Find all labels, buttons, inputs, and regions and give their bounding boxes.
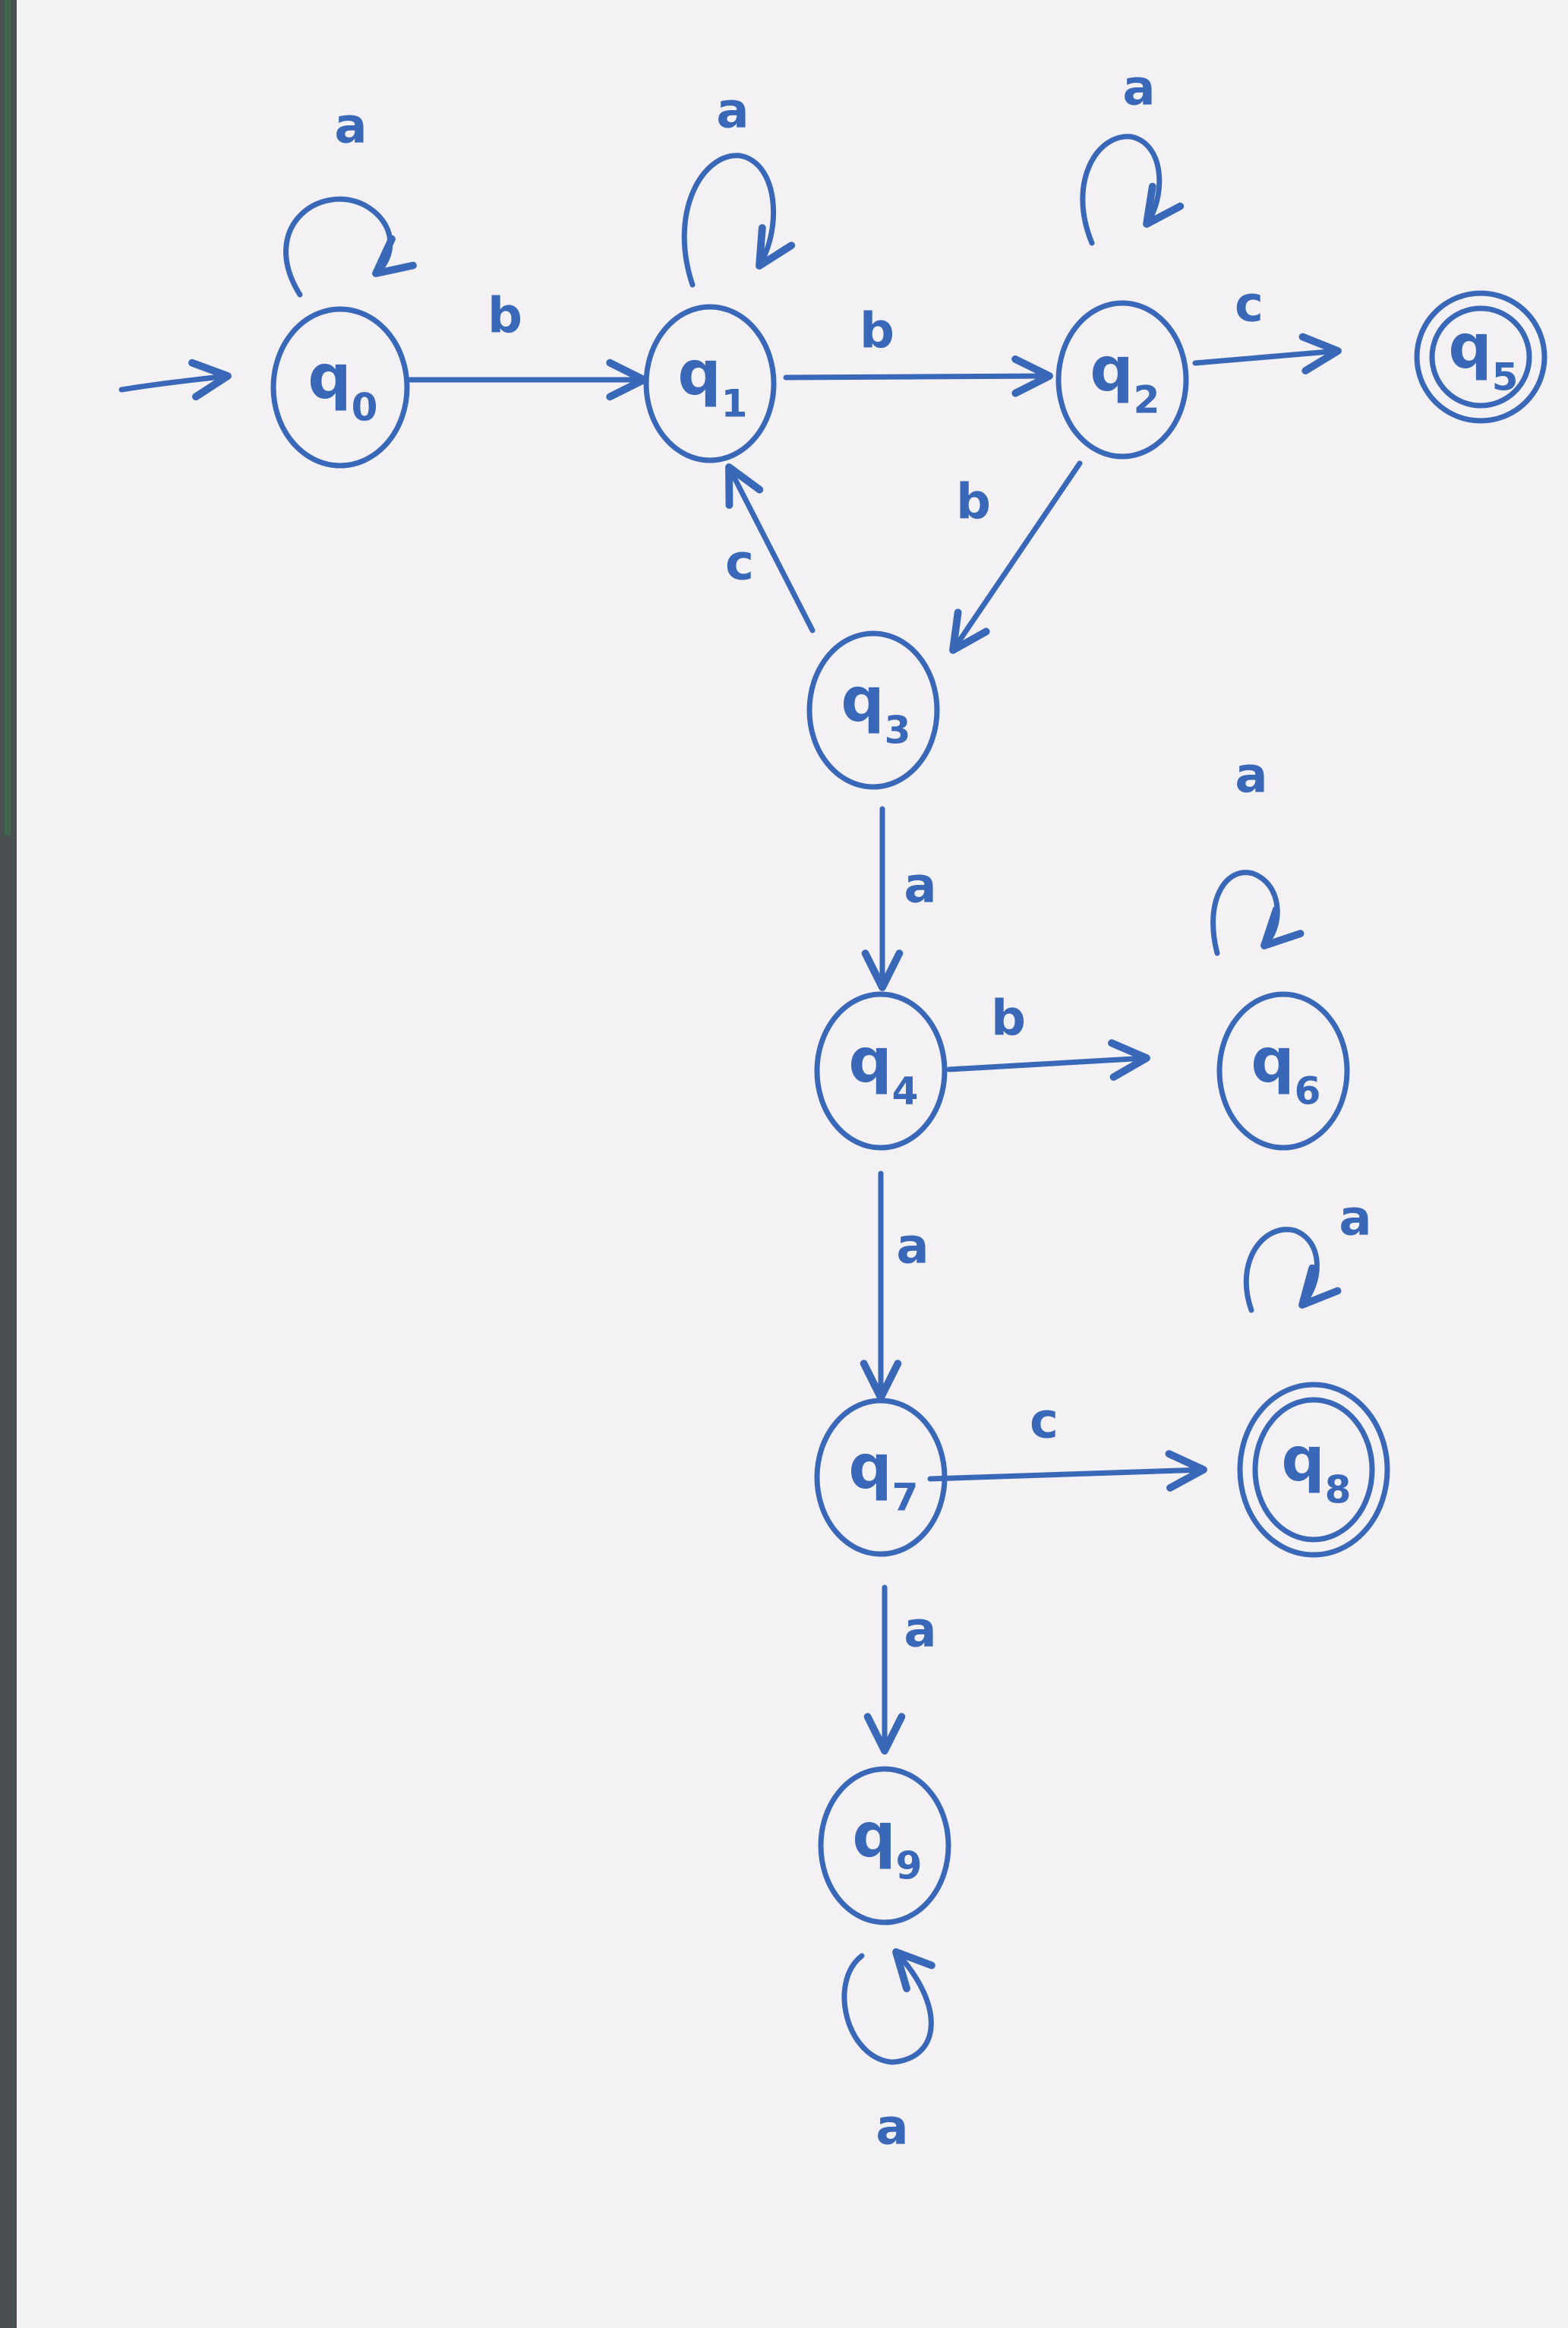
- self-loop-q8: [1243, 1227, 1342, 1313]
- self-loop-q9: [841, 1948, 935, 2065]
- transition-arrow-q1-q2: [783, 355, 1053, 397]
- transition-label-q3-q1: c: [725, 535, 754, 592]
- transition-label-q7-q9: a: [904, 1603, 936, 1659]
- state-index-q7: 7: [892, 1476, 919, 1520]
- transition-label-q4-q6: b: [991, 991, 1026, 1047]
- transition-label-q8-q8: a: [1339, 1191, 1371, 1247]
- transition-arrow-q4-q6: [946, 1039, 1150, 1081]
- state-index-q2: 2: [1134, 378, 1160, 422]
- transition-arrow-q3-q1: [725, 463, 816, 633]
- transition-label-q7-q8: c: [1030, 1394, 1058, 1450]
- self-loop-q1: [681, 153, 796, 288]
- transition-label-q2-q3: b: [956, 475, 991, 531]
- state-circle-q0: [270, 306, 410, 469]
- transition-label-q2-q5: c: [1235, 277, 1264, 333]
- state-index-q6: 6: [1295, 1069, 1321, 1113]
- transition-label-q4-q7: a: [896, 1219, 929, 1275]
- transition-label-q1-q1: a: [716, 84, 749, 140]
- transition-arrow-q7-q8: [927, 1450, 1207, 1492]
- state-label-q9: q: [852, 1800, 895, 1871]
- state-label-q3: q: [841, 665, 884, 735]
- state-circle-q5: [1414, 290, 1547, 424]
- state-index-q0: 0: [352, 386, 378, 430]
- state-index-q9: 9: [896, 1844, 923, 1888]
- state-label-q4: q: [848, 1025, 891, 1096]
- state-index-q4: 4: [892, 1069, 919, 1113]
- transition-label-q1-q2: b: [860, 304, 894, 360]
- transition-labels-layer: a b a b a c b c a b a a c a a a: [334, 61, 1371, 2156]
- transition-label-q0-q0: a: [334, 99, 367, 155]
- state-circle-q8: [1237, 1382, 1390, 1558]
- accepting-ring-q5: [1429, 305, 1532, 409]
- state-label-q2: q: [1090, 334, 1133, 405]
- state-circle-q2: [1055, 300, 1189, 460]
- self-loop-q6: [1210, 870, 1305, 956]
- state-index-q5: 5: [1492, 355, 1519, 400]
- transition-arrow-q2-q3: [949, 460, 1083, 654]
- state-circle-q1: [643, 304, 777, 463]
- self-loop-q0: [283, 196, 417, 298]
- state-label-q1: q: [677, 338, 721, 409]
- state-circle-q3: [806, 630, 940, 790]
- transition-label-q9-q9: a: [875, 2100, 908, 2156]
- transition-label-q3-q4: a: [904, 858, 936, 914]
- transition-label-q2-q2: a: [1122, 61, 1155, 117]
- state-label-q0: q: [308, 342, 351, 412]
- transition-label-q6-q6: a: [1235, 748, 1267, 804]
- transition-label-q0-q1: b: [487, 289, 522, 345]
- self-loop-q2: [1080, 134, 1185, 246]
- state-label-q6: q: [1251, 1025, 1294, 1096]
- state-index-q3: 3: [885, 709, 911, 753]
- state-circle-q9: [818, 1766, 951, 1925]
- state-label-q7: q: [848, 1432, 891, 1502]
- state-circle-q4: [814, 991, 948, 1151]
- state-circle-q6: [1216, 991, 1350, 1151]
- state-label-q8: q: [1281, 1424, 1324, 1495]
- initial-arrow-q0: [118, 359, 232, 401]
- state-circle-q7: [814, 1398, 948, 1557]
- board-frame-left: [0, 0, 17, 2328]
- state-index-q1: 1: [721, 382, 748, 426]
- transitions-layer: [118, 134, 1342, 2065]
- accepting-ring-q8: [1252, 1397, 1375, 1543]
- transition-arrow-q2-q5: [1192, 333, 1342, 375]
- state-label-q5: q: [1448, 311, 1491, 382]
- state-index-q8: 8: [1325, 1468, 1352, 1512]
- board-frame-accent: [5, 0, 11, 835]
